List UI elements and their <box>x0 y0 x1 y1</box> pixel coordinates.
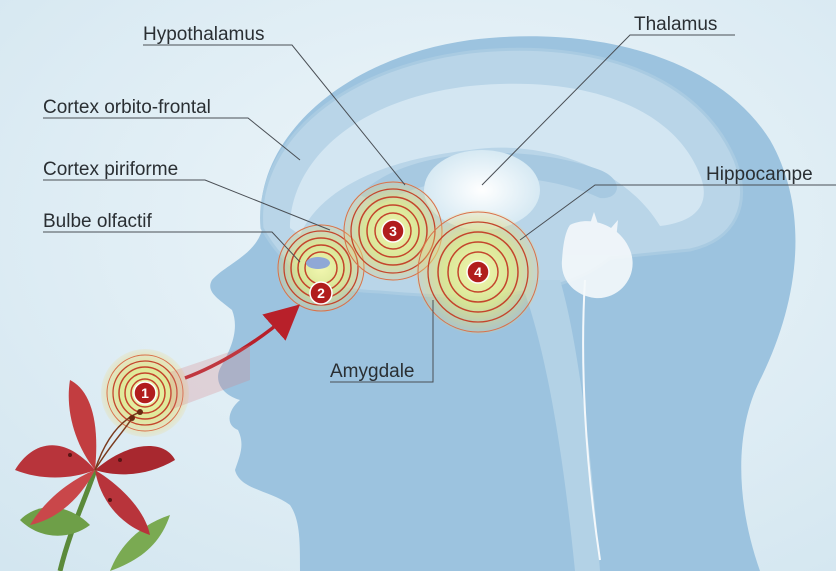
marker-4: 4 <box>467 261 489 283</box>
label-amygdale: Amygdale <box>330 361 415 382</box>
svg-text:1: 1 <box>141 385 149 401</box>
svg-text:4: 4 <box>474 264 482 280</box>
svg-text:3: 3 <box>389 223 397 239</box>
label-hippocampe: Hippocampe <box>706 164 813 185</box>
label-cortex-piriforme: Cortex piriforme <box>43 159 178 180</box>
label-thalamus: Thalamus <box>634 14 717 35</box>
label-cortex-orbito-frontal: Cortex orbito-frontal <box>43 97 211 118</box>
label-hypothalamus: Hypothalamus <box>143 24 264 45</box>
marker-1: 1 <box>134 382 156 404</box>
label-bulbe-olfactif: Bulbe olfactif <box>43 211 153 232</box>
svg-text:2: 2 <box>317 285 325 301</box>
marker-3: 3 <box>382 220 404 242</box>
marker-2: 2 <box>310 282 332 304</box>
